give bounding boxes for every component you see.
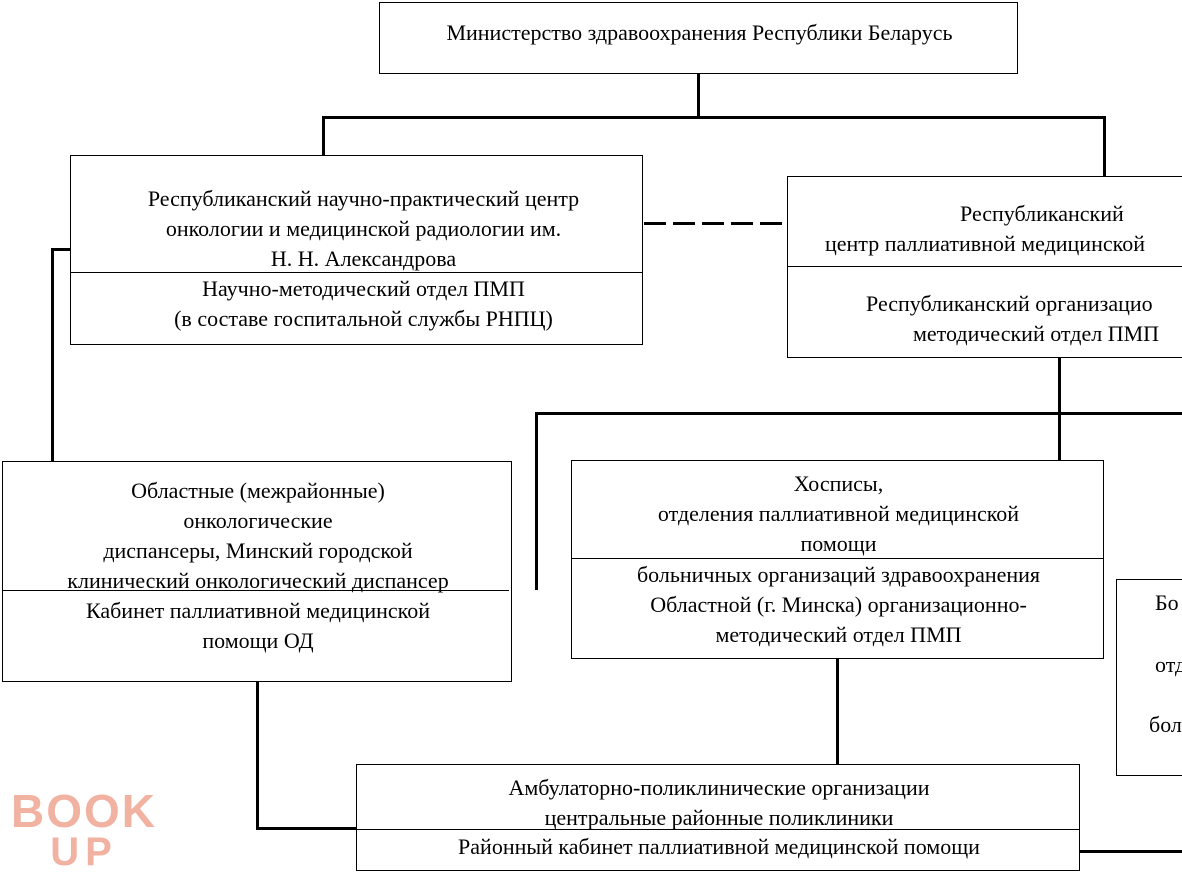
hospice-dept-line: больничных организаций здравоохранения: [636, 562, 1041, 587]
connector-ambulatory-right: [1079, 850, 1182, 853]
oblast-title-line: диспансеры, Минский городской: [103, 538, 413, 563]
partial-right-line: бол: [1149, 712, 1182, 737]
hospice-dept-line: Областной (г. Минска) организационно-: [650, 592, 1027, 617]
rcpm-title-line: Республиканский: [960, 201, 1124, 226]
rnpc-divider: [71, 272, 642, 273]
hospice-title-line: помощи: [800, 531, 877, 556]
partial-right-box: Бо отд бол: [1116, 579, 1182, 776]
connector-middle-left-drop: [535, 412, 538, 590]
rcpm-dept-line: Республиканский организацио: [866, 291, 1153, 316]
ministry-box: Министерство здравоохранения Республики …: [379, 2, 1018, 74]
hospice-divider: [572, 558, 1103, 559]
ambulatory-title-line: центральные районные поликлиники: [544, 805, 894, 830]
rnpc-title-line: Республиканский научно-практический цент…: [147, 186, 580, 211]
ambulatory-box: Амбулаторно-поликлинические организации …: [356, 764, 1080, 871]
connector-rnpc-to-oblast: [51, 248, 54, 462]
oblast-title-line: онкологические: [183, 508, 333, 533]
partial-right-line: отд: [1155, 652, 1182, 677]
connector-to-rcpm: [1103, 116, 1106, 177]
hospice-box: Хосписы, отделения паллиативной медицинс…: [571, 460, 1104, 659]
bookup-logo: BOOK UP: [6, 785, 162, 874]
rcpm-title-line: центр паллиативной медицинской: [825, 231, 1145, 256]
connector-rnpc-left-stub: [51, 248, 71, 251]
dashed-link-segment: [702, 222, 724, 225]
oblast-box: Областные (межрайонные) онкологические д…: [2, 461, 512, 682]
ministry-title: Министерство здравоохранения Республики …: [446, 20, 953, 45]
rcpm-dept-line: методический отдел ПМП: [913, 321, 1160, 346]
oblast-divider: [3, 590, 509, 591]
rnpc-title-line: Н. Н. Александрова: [270, 246, 457, 271]
partial-right-line: Бо: [1155, 590, 1179, 615]
rcpm-divider: [788, 266, 1182, 267]
oblast-title-line: Областные (межрайонные): [131, 478, 385, 503]
rnpc-dept-line: Научно-методический отдел ПМП: [202, 276, 525, 301]
connector-middle-horizontal: [535, 412, 1182, 415]
connector-ministry-down: [697, 73, 700, 117]
hospice-dept-line: методический отдел ПМП: [715, 622, 962, 647]
hospice-title-line: Хосписы,: [793, 471, 884, 496]
hospice-title-line: отделения паллиативной медицинской: [657, 501, 1020, 526]
dashed-link-segment: [673, 222, 695, 225]
logo-line: BOOK: [11, 785, 157, 837]
connector-hospice-to-ambulatory: [836, 657, 839, 765]
dashed-link-segment: [644, 222, 666, 225]
connector-oblast-down: [256, 681, 259, 830]
connector-top-horizontal: [322, 116, 1106, 119]
rnpc-box: Республиканский научно-практический цент…: [70, 155, 643, 345]
rnpc-title-line: онкологии и медицинской радиологии им.: [165, 216, 562, 241]
oblast-title-line: клинический онкологический диспансер: [67, 568, 449, 593]
oblast-dept-line: Кабинет паллиативной медицинской: [85, 598, 431, 623]
ambulatory-divider: [357, 829, 1079, 830]
rcpm-box: Республиканский центр паллиативной медиц…: [787, 176, 1182, 358]
connector-rcpm-down: [1058, 357, 1061, 461]
oblast-dept-line: помощи ОД: [202, 628, 314, 653]
logo-line: UP: [50, 830, 118, 874]
connector-to-rnpc: [322, 116, 325, 156]
ambulatory-title-line: Амбулаторно-поликлинические организации: [508, 775, 930, 800]
dashed-link-segment: [731, 222, 753, 225]
ambulatory-dept-line: Районный кабинет паллиативной медицинско…: [458, 834, 980, 859]
connector-oblast-to-ambulatory: [256, 827, 357, 830]
dashed-link-segment: [760, 222, 782, 225]
rnpc-dept-line: (в составе госпитальной службы РНПЦ): [174, 306, 553, 331]
